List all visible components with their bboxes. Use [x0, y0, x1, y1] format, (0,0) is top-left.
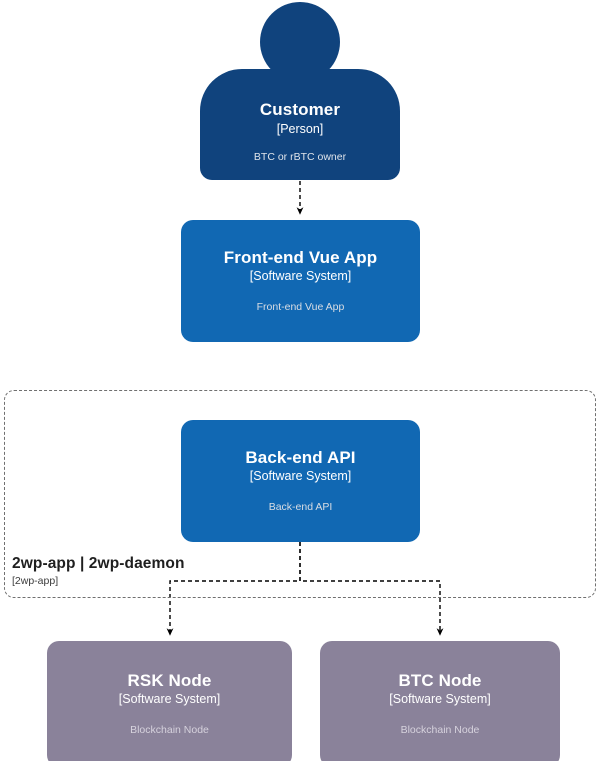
node-backend-api[interactable]: Back-end API [Software System] Back-end …	[181, 420, 420, 542]
node-rsk-node[interactable]: RSK Node [Software System] Blockchain No…	[47, 641, 292, 761]
node-customer-description: BTC or rBTC owner	[253, 151, 347, 164]
node-customer[interactable]: Customer [Person] BTC or rBTC owner	[200, 0, 400, 180]
node-customer-type: [Person]	[276, 121, 324, 136]
boundary-type: [2wp-app]	[12, 574, 59, 587]
node-frontend-type: [Software System]	[249, 269, 352, 284]
node-btc-title: BTC Node	[398, 670, 482, 690]
node-frontend-description: Front-end Vue App	[256, 300, 345, 313]
node-customer-title: Customer	[259, 100, 341, 119]
node-btc-node[interactable]: BTC Node [Software System] Blockchain No…	[320, 641, 560, 761]
node-frontend-title: Front-end Vue App	[223, 247, 378, 267]
boundary-title: 2wp-app | 2wp-daemon	[12, 555, 185, 572]
node-backend-description: Back-end API	[268, 500, 333, 513]
person-body: Customer [Person] BTC or rBTC owner	[200, 69, 400, 180]
node-btc-description: Blockchain Node	[400, 723, 480, 736]
node-frontend-vue-app[interactable]: Front-end Vue App [Software System] Fron…	[181, 220, 420, 342]
node-rsk-type: [Software System]	[118, 692, 221, 707]
node-rsk-title: RSK Node	[127, 670, 212, 690]
boundary-label: 2wp-app | 2wp-daemon [2wp-app]	[12, 555, 185, 587]
node-btc-type: [Software System]	[389, 692, 491, 707]
node-backend-type: [Software System]	[249, 469, 352, 484]
person-head-icon	[260, 2, 340, 82]
node-rsk-description: Blockchain Node	[130, 723, 209, 736]
node-backend-title: Back-end API	[245, 447, 356, 467]
boundary-2wp-app	[4, 390, 596, 598]
